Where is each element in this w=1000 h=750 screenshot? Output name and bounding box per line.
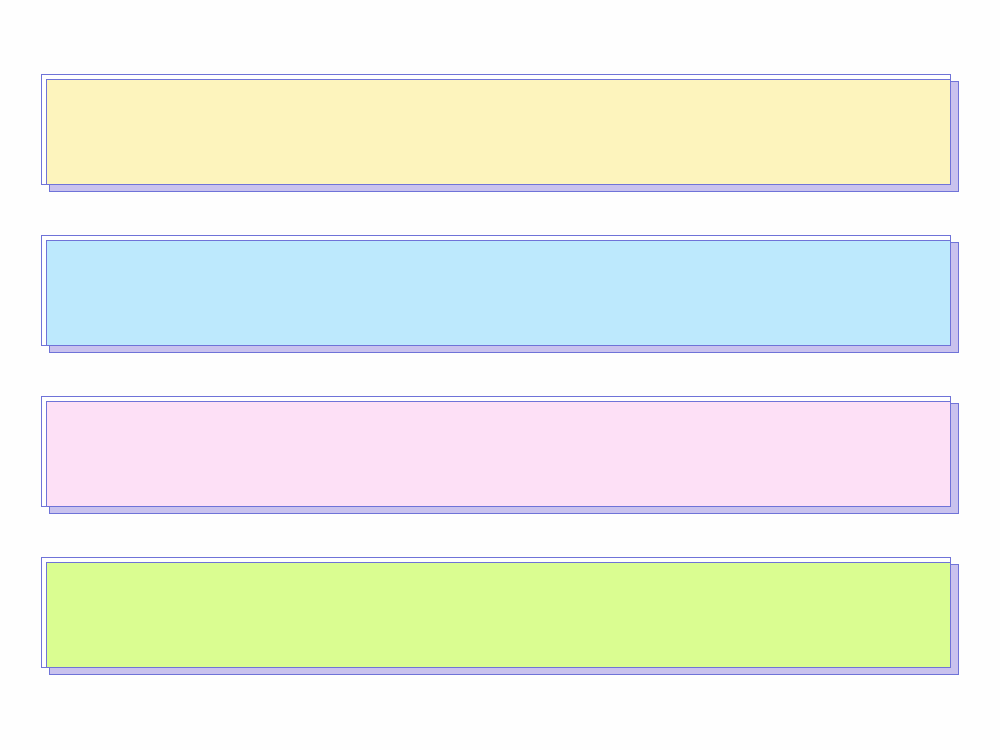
bar-fill [46, 79, 950, 184]
bar-frame [41, 396, 951, 507]
bar-fill [46, 401, 950, 506]
bar-fill [46, 240, 950, 345]
color-bar-yellow [41, 74, 959, 192]
color-bar-blue [41, 235, 959, 353]
color-bar-pink [41, 396, 959, 514]
color-bar-green [41, 557, 959, 675]
bar-frame [41, 557, 951, 668]
bar-frame [41, 235, 951, 346]
bar-fill [46, 562, 950, 667]
bar-frame [41, 74, 951, 185]
